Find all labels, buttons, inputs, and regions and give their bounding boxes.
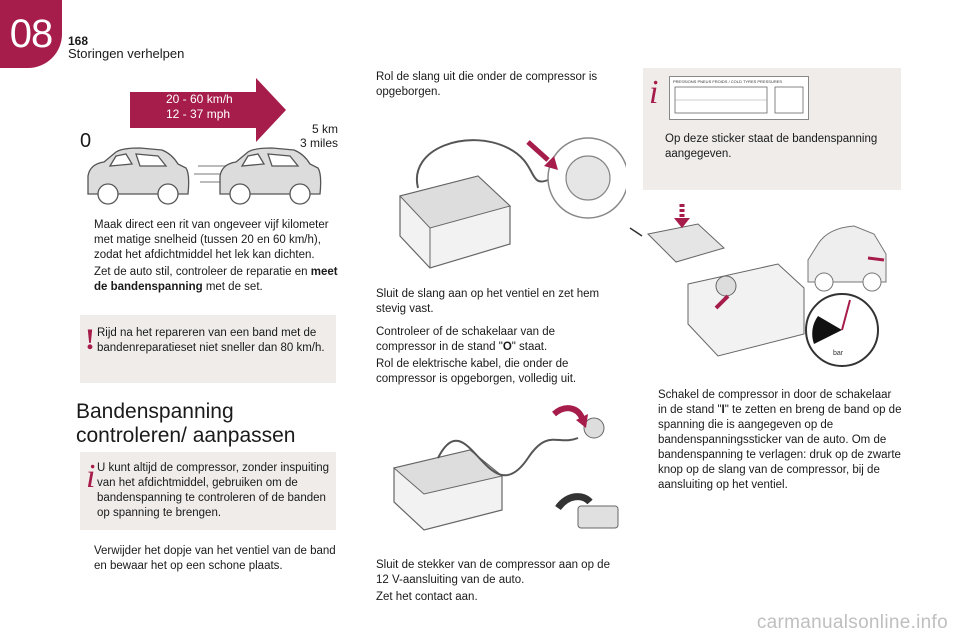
section-title: Storingen verhelpen: [68, 46, 185, 61]
sticker-info-text: Op deze sticker staat de bandenspanning …: [665, 133, 878, 160]
col1-bullets: Maak direct een rit van ongeveer vijf ki…: [80, 218, 342, 297]
info-icon: i: [86, 458, 96, 495]
col2-bullets-top: Rol de slang uit die onder de compressor…: [362, 70, 618, 102]
bullet-switch-position: Controleer of de schakelaar van de compr…: [362, 325, 618, 355]
bullet-mark: [80, 218, 94, 263]
compressor-plug-illustration: [378, 398, 626, 548]
page-number: 168: [68, 34, 89, 48]
speed-mph-label: 12 - 37 mph: [166, 107, 231, 121]
section-heading: Bandenspanning controleren/ aanpassen: [76, 400, 296, 447]
watermark: carmanualsonline.info: [756, 612, 948, 633]
drive-arrow-graphic: [87, 78, 322, 205]
bullet-check-repair: Zet de auto stil, controleer de reparati…: [80, 265, 342, 295]
sticker-header: PRESSIONS PNEUS FROIDS / COLD TYRES PRES…: [673, 79, 783, 84]
bullet-mark: [80, 265, 94, 295]
col2-bullets-mid: Sluit de slang aan op het ventiel en zet…: [362, 287, 618, 389]
bullet-remove-cap: Verwijder het dopje van het ventiel van …: [80, 544, 342, 574]
bullet-mark: [362, 558, 376, 588]
col1-bullets-bottom: Verwijder het dopje van het ventiel van …: [80, 544, 342, 576]
distance-miles-label: 3 miles: [299, 136, 338, 150]
bullet-mark: [362, 357, 376, 387]
car-start-icon: [87, 147, 190, 205]
bullet-ignition-on: Zet het contact aan.: [362, 590, 618, 605]
tyre-pressure-sticker: PRESSIONS PNEUS FROIDS / COLD TYRES PRES…: [669, 76, 809, 120]
car-moving-icon: [219, 147, 322, 205]
bullet-mark: [362, 70, 376, 100]
info-text: U kunt altijd de compressor, zonder insp…: [97, 462, 330, 519]
info-box: i U kunt altijd de compressor, zonder in…: [80, 452, 336, 530]
bullet-mark: [362, 325, 376, 355]
bullet-unroll-hose: Rol de slang uit die onder de compressor…: [362, 70, 618, 100]
bullet-plug-12v: Sluit de stekker van de compressor aan o…: [362, 558, 618, 588]
bullet-mark: [644, 388, 658, 493]
gauge-unit-label: bar: [833, 350, 844, 357]
bullet-inflate: Schakel de compressor in door de schakel…: [644, 388, 902, 493]
compressor-gauge-illustration: bar: [628, 204, 912, 376]
warning-icon: !: [85, 323, 95, 356]
bullet-mark: [362, 590, 376, 605]
info-icon: i: [649, 74, 659, 111]
drive-illustration: 20 - 60 km/h 12 - 37 mph 0 5 km 3 miles: [70, 70, 340, 205]
bullet-mark: [362, 287, 376, 317]
bullet-connect-valve: Sluit de slang aan op het ventiel en zet…: [362, 287, 618, 317]
col2-bullets-bottom: Sluit de stekker van de compressor aan o…: [362, 558, 618, 607]
sticker-info-box: i PRESSIONS PNEUS FROIDS / COLD TYRES PR…: [643, 68, 901, 190]
bullet-mark: [80, 544, 94, 574]
warning-box: ! Rijd na het repareren van een band met…: [80, 315, 336, 383]
speed-kmh-label: 20 - 60 km/h: [166, 92, 233, 106]
start-label: 0: [80, 130, 92, 152]
bullet-drive: Maak direct een rit van ongeveer vijf ki…: [80, 218, 342, 263]
distance-km-label: 5 km: [311, 122, 338, 136]
bullet-unroll-cable: Rol de elektrische kabel, die onder de c…: [362, 357, 618, 387]
chapter-badge: 08: [0, 0, 62, 68]
col3-bullets: Schakel de compressor in door de schakel…: [644, 388, 902, 495]
compressor-hose-illustration: [378, 108, 629, 273]
warning-text: Rijd na het repareren van een band met d…: [97, 327, 325, 354]
